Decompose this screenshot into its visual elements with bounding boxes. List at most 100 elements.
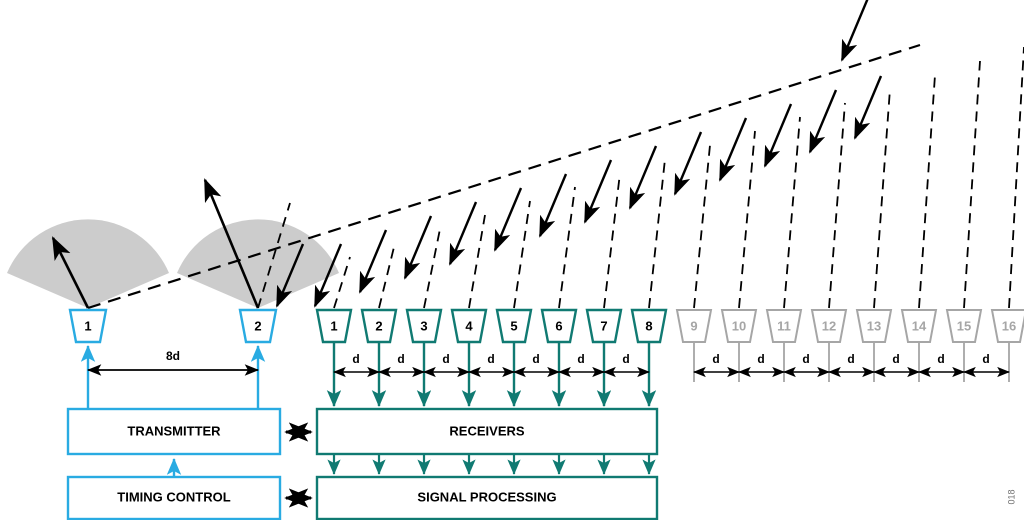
incident-arrow-12 xyxy=(808,89,838,154)
spacing-label-d: d xyxy=(487,352,494,366)
receive-element-shape xyxy=(495,308,533,344)
transmit-element-1[interactable]: 1 xyxy=(68,308,108,344)
receive-ghost-element-9[interactable]: 9 xyxy=(675,309,713,343)
incident-arrow-4 xyxy=(448,201,478,266)
ghost-spacing-d-4: d xyxy=(828,352,875,378)
receive-element-label: 1 xyxy=(330,318,337,333)
receivers-box xyxy=(315,407,659,456)
receive-ghost-label: 16 xyxy=(1002,318,1016,333)
incident-arrow-13 xyxy=(853,75,883,140)
receive-ghost-label: 12 xyxy=(822,318,836,333)
incident-arrow-6 xyxy=(538,173,568,238)
receive-element-8[interactable]: 8 xyxy=(630,308,668,344)
receive-ghost-element-10[interactable]: 10 xyxy=(720,309,758,343)
incident-arrow-10 xyxy=(718,117,748,182)
transmit-element-shape xyxy=(238,308,278,344)
transmit-element-label: 1 xyxy=(84,318,91,333)
ghost-spacing-d-6: d xyxy=(918,352,965,378)
spacing-label-d: d xyxy=(802,352,809,366)
receive-ghost-element-14[interactable]: 14 xyxy=(900,309,938,343)
spacing-label-d: d xyxy=(622,352,629,366)
transmitter-block[interactable]: TRANSMITTER xyxy=(66,407,282,456)
dashed-ray-15 xyxy=(963,60,981,309)
receive-ghost-element-16[interactable]: 16 xyxy=(990,309,1024,343)
receive-element-shape xyxy=(315,308,353,344)
receive-element-1[interactable]: 1 xyxy=(315,308,353,344)
dashed-ray-4 xyxy=(468,214,486,309)
spacing-d-4: d xyxy=(468,352,515,378)
ghost-spacing-d-3: d xyxy=(783,352,830,378)
receivers-block[interactable]: RECEIVERS xyxy=(315,407,659,456)
transmit-beam-arrow-2 xyxy=(203,178,260,309)
spacing-d-5: d xyxy=(513,352,560,378)
transmit-element-shape xyxy=(68,308,108,344)
receive-element-label: 6 xyxy=(555,318,562,333)
signal-processing-box xyxy=(315,475,659,520)
ghost-spacing-d-5: d xyxy=(873,352,920,378)
ghost-spacing-d-7: d xyxy=(963,352,1010,378)
transmit-element-2[interactable]: 2 xyxy=(238,308,278,344)
receive-spacing-dimensions-ghost: d d d d d d d xyxy=(693,352,1010,378)
receive-ghost-element-13[interactable]: 13 xyxy=(855,309,893,343)
spacing-d-6: d xyxy=(558,352,605,378)
receive-ghost-element-11[interactable]: 11 xyxy=(765,309,803,343)
transmitter-box xyxy=(66,407,282,456)
receive-element-7[interactable]: 7 xyxy=(585,308,623,344)
incident-arrow-11 xyxy=(763,103,793,168)
receive-ghost-label: 13 xyxy=(867,318,881,333)
dashed-ray-8 xyxy=(648,158,666,309)
spacing-label-d: d xyxy=(847,352,854,366)
receive-array-active: 1 2 3 4 5 6 7 8 xyxy=(315,308,668,344)
transmit-lobe-1 xyxy=(7,219,169,308)
receive-element-2[interactable]: 2 xyxy=(360,308,398,344)
receive-ghost-element-12[interactable]: 12 xyxy=(810,309,848,343)
receive-ghost-element-15[interactable]: 15 xyxy=(945,309,983,343)
receive-dashed-rays xyxy=(333,46,1024,309)
incident-arrow-2 xyxy=(358,229,388,294)
receive-ghost-label: 9 xyxy=(690,318,697,333)
receive-ghost-shape xyxy=(945,309,983,343)
receive-element-label: 8 xyxy=(645,318,652,333)
dashed-ray-14 xyxy=(918,74,936,309)
incident-arrow-14 xyxy=(840,0,869,62)
receive-ghost-shape xyxy=(720,309,758,343)
incident-wave-arrows xyxy=(275,0,883,308)
spacing-label-d: d xyxy=(352,352,359,366)
signal-processing-block[interactable]: SIGNAL PROCESSING xyxy=(315,475,659,520)
transmit-steering-arrows xyxy=(51,178,260,309)
receive-array-ghost: 9 10 11 12 13 14 15 16 xyxy=(675,309,1024,343)
dashed-ray-2 xyxy=(378,242,396,309)
incident-arrow-1 xyxy=(313,243,343,308)
dashed-ray-3 xyxy=(423,228,441,309)
dashed-ray-10 xyxy=(738,130,756,309)
spacing-d-7: d xyxy=(603,352,650,378)
wavefront-line xyxy=(87,43,921,310)
transmitter-label: TRANSMITTER xyxy=(127,423,221,438)
receive-ghost-label: 10 xyxy=(732,318,746,333)
transmit-element-label: 2 xyxy=(254,318,261,333)
incident-arrow-7 xyxy=(583,159,613,224)
transmit-beam-lobes xyxy=(7,219,339,308)
spacing-label-d: d xyxy=(982,352,989,366)
incident-arrow-5 xyxy=(493,187,523,252)
timing-control-block[interactable]: TIMING CONTROL xyxy=(66,475,282,520)
dashed-ray-16 xyxy=(1008,46,1024,309)
spacing-label-d: d xyxy=(712,352,719,366)
ghost-spacing-d-1: d xyxy=(693,352,740,378)
receive-ghost-label: 15 xyxy=(957,318,971,333)
receive-ghost-label: 11 xyxy=(777,318,791,333)
receive-element-shape xyxy=(585,308,623,344)
receive-element-4[interactable]: 4 xyxy=(450,308,488,344)
dashed-ray-9 xyxy=(693,144,711,309)
receive-ghost-shape xyxy=(900,309,938,343)
receive-element-5[interactable]: 5 xyxy=(495,308,533,344)
spacing-label-d: d xyxy=(532,352,539,366)
dashed-ray-6 xyxy=(558,186,576,309)
signal-processing-label: SIGNAL PROCESSING xyxy=(417,489,556,504)
incident-arrow-8 xyxy=(628,145,658,210)
receive-ghost-shape xyxy=(990,309,1024,343)
receive-element-3[interactable]: 3 xyxy=(405,308,443,344)
receive-element-6[interactable]: 6 xyxy=(540,308,578,344)
spacing-label-d: d xyxy=(937,352,944,366)
